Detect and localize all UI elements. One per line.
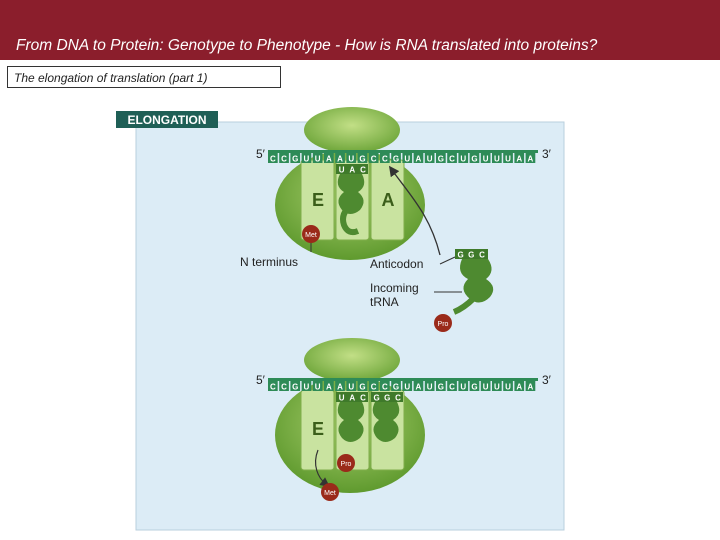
top-mrna-base: G — [393, 155, 399, 164]
top-mrna-base: U — [404, 155, 410, 164]
bottom-mrna-base: C — [281, 383, 287, 392]
top-mrna-base: U — [494, 155, 500, 164]
bottom-anticodon-1-base: A — [349, 394, 355, 403]
top-three-prime: 3′ — [542, 147, 552, 161]
small-subunit — [304, 107, 400, 153]
incoming-label-line2: tRNA — [370, 295, 399, 309]
bottom-mrna-base: C — [449, 383, 455, 392]
elongation-badge-label: ELONGATION — [127, 113, 206, 127]
bottom-mrna-base: A — [516, 383, 522, 392]
incoming-pro-label: Pro — [438, 321, 449, 328]
n-terminus-label: N terminus — [240, 255, 298, 269]
bottom-mrna-base: U — [315, 383, 321, 392]
bottom-anticodon-1-base: U — [339, 394, 345, 403]
bottom-mrna-base: G — [471, 383, 477, 392]
bottom-mrna-base: G — [393, 383, 399, 392]
top-mrna-base: G — [359, 155, 365, 164]
bottom-three-prime: 3′ — [542, 373, 552, 387]
bottom-mrna-base: C — [382, 383, 388, 392]
top-mrna-base: A — [326, 155, 332, 164]
bottom-mrna-base: A — [528, 383, 534, 392]
bottom-mrna-base: U — [505, 383, 511, 392]
incoming-anticodon-letters: GGC — [456, 249, 487, 260]
incoming-anticodon-base: G — [468, 251, 474, 260]
bottom-mrna-base: U — [494, 383, 500, 392]
top-site-a-label: A — [382, 190, 395, 210]
bottom-site-e-label: E — [312, 419, 324, 439]
bottom-anticodon-2-base: G — [384, 394, 390, 403]
top-mrna-base: C — [449, 155, 455, 164]
top-mrna-base: U — [483, 155, 489, 164]
top-anticodon-letters: UAC — [337, 164, 368, 175]
top-mrna-base: U — [505, 155, 511, 164]
top-mrna-base: C — [371, 155, 377, 164]
bottom-mrna-backbone — [268, 378, 538, 381]
top-mrna-backbone — [268, 150, 538, 153]
incoming-label-line1: Incoming — [370, 281, 419, 295]
bottom-anticodon-2-base: G — [373, 394, 379, 403]
bottom-mrna-base: A — [326, 383, 332, 392]
top-mrna-base: A — [337, 155, 343, 164]
top-mrna-base: C — [382, 155, 388, 164]
bottom-mrna-base: U — [304, 383, 310, 392]
top-mrna-base: U — [315, 155, 321, 164]
bottom-met-label: Met — [324, 490, 336, 497]
bottom-mrna-base: G — [359, 383, 365, 392]
bottom-mrna-base: U — [460, 383, 466, 392]
bottom-mrna-base: U — [483, 383, 489, 392]
top-mrna-base: A — [528, 155, 534, 164]
bottom-mrna-base: G — [438, 383, 444, 392]
top-met-label: Met — [305, 232, 317, 239]
top-anticodon-base: U — [339, 166, 345, 175]
bottom-mrna-base: A — [337, 383, 343, 392]
top-mrna-base: C — [281, 155, 287, 164]
top-mrna-base: C — [270, 155, 276, 164]
bottom-small-subunit — [304, 338, 400, 382]
bottom-mrna-base: G — [292, 383, 298, 392]
top-mrna-base: U — [460, 155, 466, 164]
top-anticodon-base: A — [349, 166, 355, 175]
top-mrna-base: U — [304, 155, 310, 164]
bottom-mrna-base: U — [427, 383, 433, 392]
top-mrna-base: A — [516, 155, 522, 164]
bottom-mrna-base: U — [404, 383, 410, 392]
top-mrna-base: U — [348, 155, 354, 164]
bottom-anticodon-2-base: C — [395, 394, 401, 403]
bottom-anticodon-1-base: C — [360, 394, 366, 403]
incoming-anticodon-base: C — [479, 251, 485, 260]
incoming-anticodon-base: G — [457, 251, 463, 260]
top-mrna-base: U — [427, 155, 433, 164]
top-mrna-base: G — [471, 155, 477, 164]
anticodon-label: Anticodon — [370, 257, 423, 271]
bottom-mrna-base: A — [416, 383, 422, 392]
top-five-prime: 5′ — [256, 147, 266, 161]
top-mrna-base: G — [438, 155, 444, 164]
bottom-five-prime: 5′ — [256, 373, 266, 387]
top-mrna-base: G — [292, 155, 298, 164]
top-anticodon-base: C — [360, 166, 366, 175]
bottom-mrna-base: U — [348, 383, 354, 392]
bottom-mrna-base: C — [371, 383, 377, 392]
top-site-e-label: E — [312, 190, 324, 210]
bottom-mrna-base: C — [270, 383, 276, 392]
top-mrna-base: A — [416, 155, 422, 164]
bottom-pro-label: Pro — [341, 461, 352, 468]
